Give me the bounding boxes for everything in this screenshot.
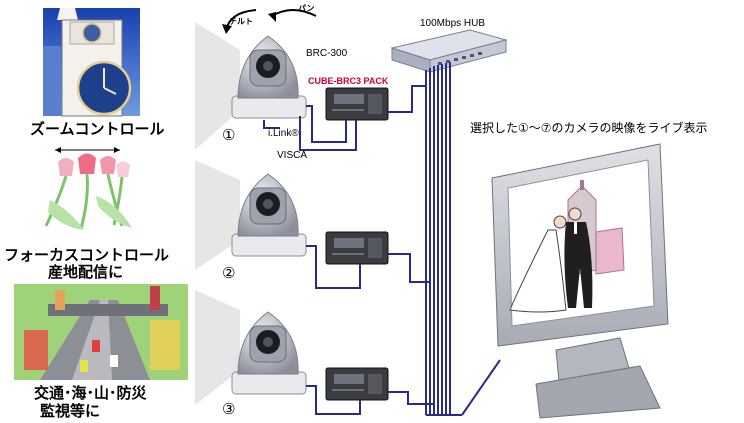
tilt-label: チルト: [229, 17, 253, 26]
pan-label: パン: [298, 4, 315, 13]
visca-label: VISCA: [277, 150, 308, 161]
focus-caption-line1: フォーカスコントロール: [4, 246, 170, 264]
camera-model-label: BRC-300: [306, 48, 348, 59]
ilink-label: i.Link®: [268, 128, 299, 139]
encoder-box-3: [325, 367, 389, 401]
camera-number-2: ②: [222, 264, 236, 282]
camera-3: [231, 311, 307, 395]
encoder-box-2: [325, 231, 389, 265]
tulip-image: [44, 147, 132, 230]
view-beams: [195, 22, 240, 405]
traffic-caption-line2: 監視等に: [40, 402, 101, 420]
pack-label: CUBE-BRC3 PACK: [308, 76, 389, 86]
wedding-image: [509, 180, 625, 313]
focus-caption-line2: 産地配信に: [48, 263, 124, 281]
display-caption: 選択した①～⑦のカメラの映像をライブ表示: [470, 121, 708, 135]
highway-image: [14, 284, 188, 380]
camera-number-1: ①: [222, 126, 236, 144]
zoom-caption: ズームコントロール: [30, 120, 165, 138]
camera-1: [231, 35, 307, 119]
network-cables: [263, 62, 501, 416]
pan-tilt-arrows: [222, 9, 317, 34]
camera-2: [231, 173, 307, 257]
hub-label: 100Mbps HUB: [420, 18, 486, 29]
clock-tower-image: [43, 8, 140, 117]
encoder-box-1: [325, 87, 389, 121]
camera-number-3: ③: [222, 400, 236, 418]
traffic-caption-line1: 交通･海･山･防災: [34, 384, 147, 402]
